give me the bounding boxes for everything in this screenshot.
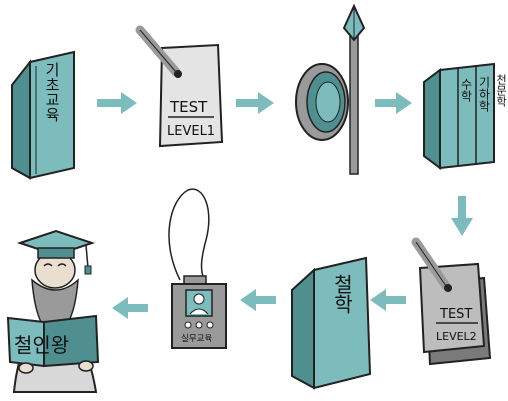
test-level2-line1: TEST — [439, 307, 472, 322]
book-math: 수학 — [459, 78, 473, 102]
test-level1-sheet: TEST LEVEL1 — [140, 30, 222, 146]
book-astronomy: 천문학 — [495, 73, 508, 107]
book-geometry: 기하학 — [477, 76, 491, 112]
philosophy-label: 철학 — [330, 274, 354, 314]
left-arrow-icon — [112, 297, 148, 319]
shield-and-spear — [296, 6, 364, 174]
basic-education-label: 기초교육 — [43, 62, 61, 122]
test-level1-line2: LEVEL1 — [167, 124, 215, 139]
down-arrow-icon — [451, 196, 473, 236]
right-arrow-icon — [375, 92, 412, 114]
philosophy-book: 철학 — [292, 258, 370, 388]
basic-education-book: 기초교육 — [12, 52, 74, 178]
practical-training-label: 실무교육 — [181, 333, 212, 344]
id-badge: 실무교육 — [169, 189, 226, 348]
philosopher-king: 철인왕 — [8, 231, 98, 392]
shield-icon — [296, 64, 348, 140]
philosopher-king-banner: 철인왕 — [14, 333, 69, 357]
test-level2-line2: LEVEL2 — [436, 330, 477, 343]
test-level2-sheet: TEST LEVEL2 — [416, 242, 490, 364]
three-books: 수학 기하학 천문학 — [424, 64, 508, 168]
right-arrow-icon — [97, 92, 137, 114]
left-arrow-icon — [240, 289, 276, 311]
right-arrow-icon — [236, 92, 274, 114]
test-level1-line1: TEST — [169, 98, 208, 116]
left-arrow-icon — [370, 289, 406, 311]
